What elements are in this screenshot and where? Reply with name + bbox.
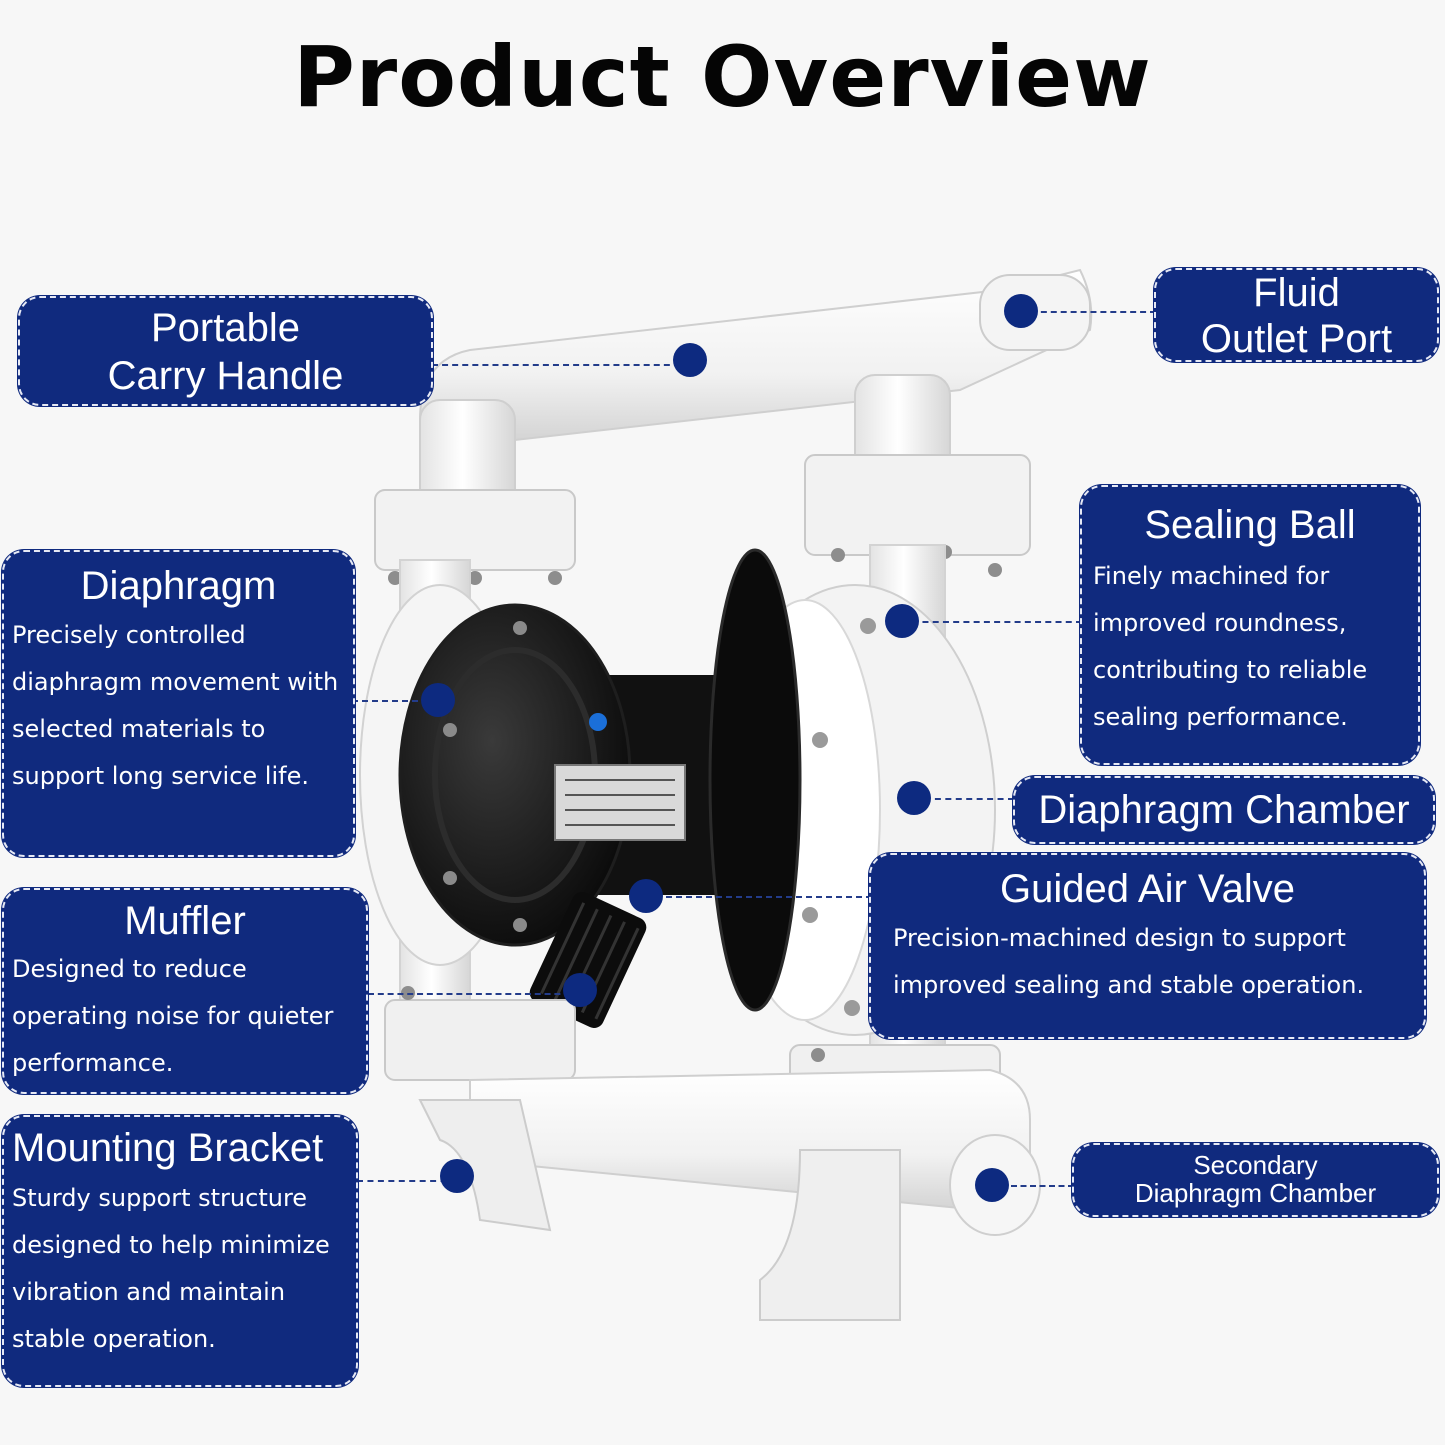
air-chamber-body [398, 548, 802, 1012]
callout-mounting-bracket-desc: Sturdy support structure designed to hel… [12, 1184, 330, 1353]
callout-muffler-title: Muffler [124, 899, 246, 943]
leader-carry-handle [432, 364, 690, 366]
callout-fluid-outlet-line2: Outlet Port [1200, 317, 1393, 361]
callout-secondary-chamber-line2: Diaphragm Chamber [1134, 1178, 1377, 1208]
callout-muffler: Muffler Designed to reduce operating noi… [2, 888, 368, 1094]
callout-guided-air-valve: Guided Air Valve Precision-machined desi… [869, 853, 1426, 1039]
marker-carry-handle [673, 343, 707, 377]
callout-fluid-outlet-line1: Fluid [1253, 271, 1340, 315]
leader-diaphragm [352, 700, 438, 702]
marker-diaphragm [421, 683, 455, 717]
leader-muffler [368, 993, 580, 995]
callout-diaphragm-desc: Precisely controlled diaphragm movement … [12, 621, 339, 790]
callout-secondary-chamber: Secondary Diaphragm Chamber [1072, 1143, 1439, 1217]
leader-guided-air-valve [646, 896, 872, 898]
upper-flanges [374, 454, 1031, 585]
callout-guided-air-valve-desc: Precision-machined design to support imp… [893, 924, 1365, 999]
leader-mounting-bracket [357, 1180, 457, 1182]
marker-muffler [563, 973, 597, 1007]
callout-sealing-ball-title: Sealing Ball [1144, 503, 1356, 547]
marker-secondary-chamber [975, 1168, 1009, 1202]
page-title: Product Overview [293, 28, 1152, 126]
callout-diaphragm: Diaphragm Precisely controlled diaphragm… [2, 550, 355, 857]
marker-mounting-bracket [440, 1159, 474, 1193]
callout-carry-handle-line1: Portable [151, 306, 300, 350]
callout-sealing-ball: Sealing Ball Finely machined for improve… [1080, 485, 1420, 765]
callout-carry-handle-line2: Carry Handle [107, 354, 344, 398]
marker-guided-air-valve [629, 879, 663, 913]
marker-sealing-ball [885, 604, 919, 638]
callout-diaphragm-chamber-title: Diaphragm Chamber [1038, 788, 1410, 832]
callout-fluid-outlet: Fluid Outlet Port [1154, 268, 1439, 362]
callout-carry-handle: Portable Carry Handle [18, 296, 433, 406]
callout-secondary-chamber-line1: Secondary [1193, 1150, 1318, 1180]
marker-fluid-outlet [1004, 294, 1038, 328]
callout-diaphragm-chamber: Diaphragm Chamber [1013, 776, 1435, 844]
marker-diaphragm-chamber [897, 781, 931, 815]
leader-sealing-ball [902, 621, 1082, 623]
callout-mounting-bracket: Mounting Bracket Sturdy support structur… [2, 1115, 358, 1387]
callout-mounting-bracket-title: Mounting Bracket [12, 1126, 324, 1170]
callout-guided-air-valve-title: Guided Air Valve [1000, 867, 1295, 911]
leader-secondary-chamber [992, 1185, 1074, 1187]
leader-fluid-outlet [1021, 311, 1156, 313]
callout-diaphragm-title: Diaphragm [80, 564, 277, 608]
callout-muffler-desc: Designed to reduce operating noise for q… [12, 955, 334, 1077]
callout-sealing-ball-desc: Finely machined for improved roundness, … [1093, 562, 1368, 731]
leader-diaphragm-chamber [914, 798, 1014, 800]
bottom-manifold [418, 1068, 1041, 1321]
